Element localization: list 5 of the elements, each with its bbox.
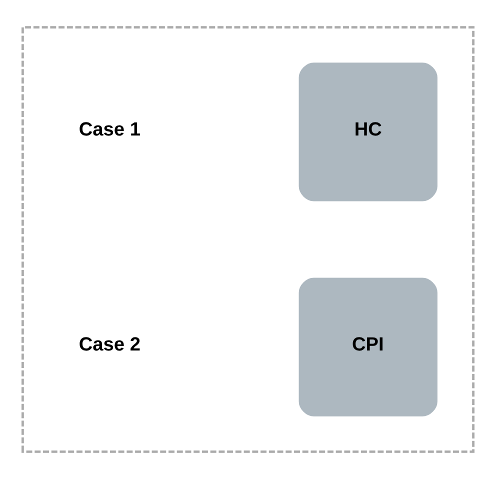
node-box: CPI	[298, 278, 438, 416]
label: Case 1	[78, 119, 140, 140]
label: Case 2	[78, 334, 140, 356]
node-box: HC	[298, 62, 438, 202]
cluster	[22, 26, 474, 453]
